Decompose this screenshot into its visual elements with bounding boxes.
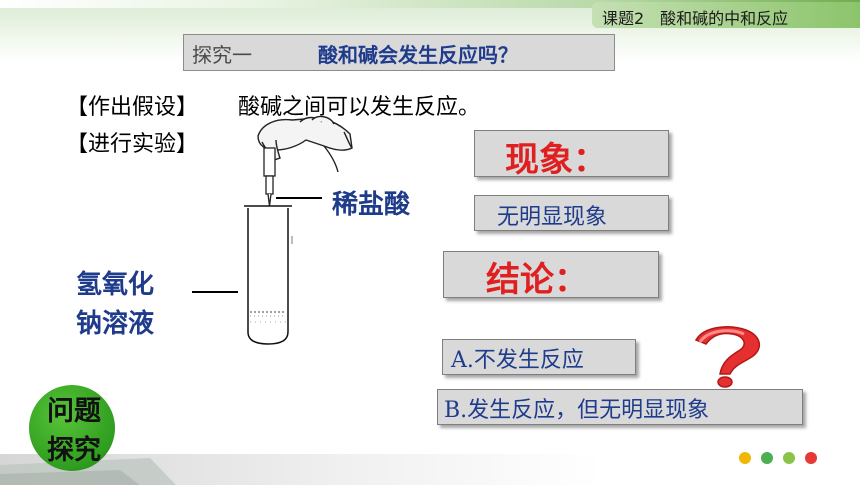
hypothesis-label: 【作出假设】 xyxy=(66,95,199,120)
phenomenon-answer-box xyxy=(474,195,669,231)
badge-circle xyxy=(29,385,115,471)
dot-red xyxy=(805,452,817,464)
course-tag xyxy=(592,2,860,28)
option-a[interactable]: A.不发生反应 xyxy=(451,348,584,373)
dropper-icon xyxy=(263,147,276,207)
hand-icon xyxy=(257,115,353,173)
base-label-line2: 钠溶液 xyxy=(76,309,155,339)
base-label-line1: 氢氧化 xyxy=(76,270,155,300)
acid-label: 稀盐酸 xyxy=(332,190,411,220)
section-title-box xyxy=(183,34,615,71)
badge-line2: 探究 xyxy=(47,435,101,466)
hypothesis-text: 酸碱之间可以发生反应。 xyxy=(238,95,481,120)
dot-lightgreen xyxy=(783,452,795,464)
dot-green xyxy=(761,452,773,464)
conclusion-label: 结论： xyxy=(486,260,588,300)
option-a-box[interactable] xyxy=(442,339,636,375)
dot-yellow xyxy=(739,452,751,464)
experiment-label: 【进行实验】 xyxy=(66,132,199,157)
option-b[interactable]: B.发生反应，但无明显现象 xyxy=(444,398,710,423)
course-title: 课题2 酸和碱的中和反应 xyxy=(602,9,789,28)
header-stripe xyxy=(0,0,860,8)
badge-line1: 问题 xyxy=(47,396,101,427)
test-tube-icon xyxy=(244,205,293,345)
option-b-box[interactable] xyxy=(437,389,803,425)
section-title-prefix: 探究一 xyxy=(192,43,252,67)
conclusion-box xyxy=(443,251,659,298)
section-title-question: 酸和碱会发生反应吗？ xyxy=(318,43,518,67)
phenomenon-label: 现象： xyxy=(505,140,607,180)
phenomenon-box xyxy=(474,130,669,177)
question-mark-icon xyxy=(694,326,760,388)
phenomenon-answer: 无明显现象 xyxy=(497,205,608,230)
